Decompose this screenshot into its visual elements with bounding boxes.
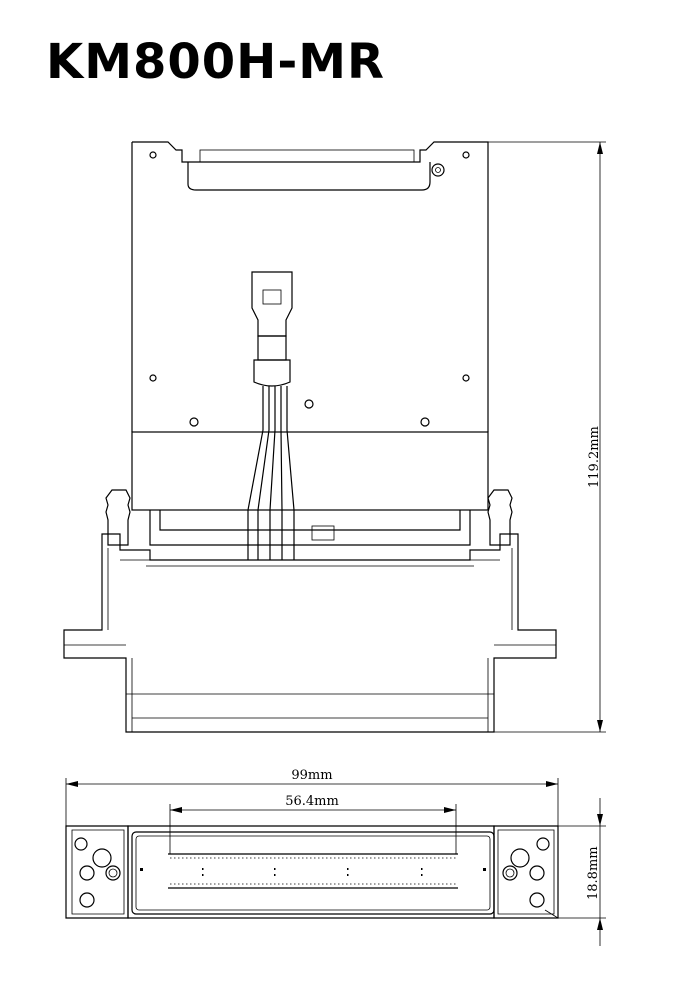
screw-hole xyxy=(149,374,157,382)
screw-hole xyxy=(189,417,199,427)
height-dimension: 119.2mm xyxy=(488,141,606,733)
housing-ledge xyxy=(120,559,500,567)
tab xyxy=(311,525,335,541)
depth-dimension: 18.8mm xyxy=(558,798,606,946)
nozzle-plate-inner xyxy=(135,835,491,911)
mounting-hole-inner xyxy=(505,868,515,878)
fiducial xyxy=(140,868,143,871)
mounting-hole xyxy=(79,865,95,881)
screw-hole xyxy=(420,417,430,427)
right-flange-inner xyxy=(497,829,555,915)
housing-wall xyxy=(107,548,513,630)
nozzle-plate xyxy=(131,831,495,915)
cable-boot-lower xyxy=(253,359,291,387)
mounting-hole xyxy=(536,837,550,851)
mounting-hole xyxy=(92,848,112,868)
nozzle-row-detail xyxy=(170,857,456,885)
screw-hole xyxy=(462,151,470,159)
mounting-hole xyxy=(431,163,445,177)
screw-hole xyxy=(149,151,157,159)
mounting-hole xyxy=(74,837,88,851)
left-flange-inner xyxy=(71,829,125,915)
fiducial xyxy=(483,868,486,871)
screw-hole xyxy=(304,399,314,409)
mounting-hole xyxy=(510,848,530,868)
cable-wires xyxy=(247,386,295,560)
front-view xyxy=(63,141,557,733)
left-clip xyxy=(105,489,131,546)
right-clip xyxy=(487,489,513,546)
mounting-hole-inner xyxy=(108,868,118,878)
pcb-board xyxy=(131,141,489,432)
connector-slot xyxy=(199,149,415,163)
nozzle-width-label: 56.4mm xyxy=(285,794,339,809)
depth-label: 18.8mm xyxy=(586,846,601,900)
product-title: KM800H-MR xyxy=(46,34,385,90)
chamfer xyxy=(544,909,559,919)
mounting-hole xyxy=(529,865,545,881)
alignment-marks xyxy=(202,868,423,876)
width-dimension: 99mm xyxy=(65,768,559,826)
mounting-hole xyxy=(105,865,121,881)
nozzle-plate-line xyxy=(126,693,494,719)
mounting-hole xyxy=(502,865,518,881)
main-housing xyxy=(63,533,557,733)
nozzle-rows xyxy=(168,853,458,889)
nozzle-width-dimension: 56.4mm xyxy=(169,794,457,854)
mounting-hole xyxy=(79,892,95,908)
nozzle-side xyxy=(131,658,489,732)
upper-body xyxy=(131,431,489,511)
top-connector xyxy=(187,162,431,191)
screw-hole xyxy=(462,374,470,382)
middle-frame xyxy=(149,510,471,546)
bottom-body xyxy=(127,825,495,919)
mounting-hole-inner xyxy=(435,167,441,173)
cable-boot xyxy=(257,335,287,361)
bottom-view xyxy=(65,825,559,919)
mounting-hole xyxy=(529,892,545,908)
bottom-outline xyxy=(65,825,559,919)
width-label: 99mm xyxy=(291,768,332,783)
plug-slot xyxy=(262,289,282,305)
height-label: 119.2mm xyxy=(587,426,602,488)
